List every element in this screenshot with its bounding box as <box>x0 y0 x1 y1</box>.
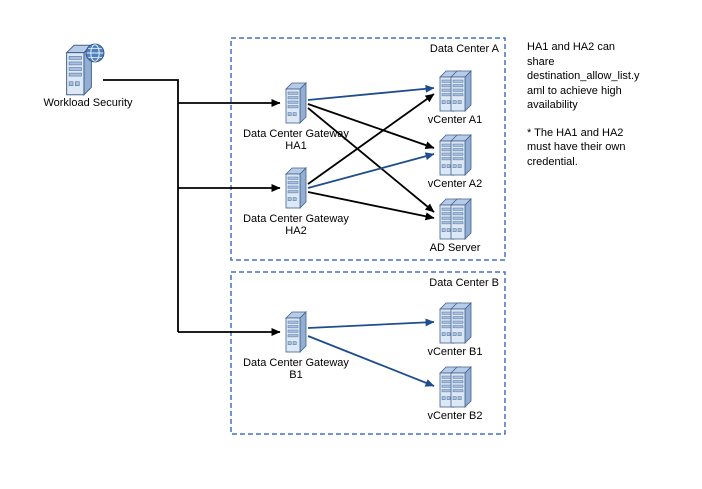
workload-security-node: Workload Security <box>43 43 133 109</box>
gateway-ha2-node: Data Center Gateway HA2 <box>243 167 349 237</box>
vcenter-b2-label: vCenter B2 <box>427 410 482 422</box>
note-availability: HA1 and HA2 can share destination_allow_… <box>527 41 640 112</box>
gateway-ha1-node: Data Center Gateway HA1 <box>243 82 349 152</box>
edge-ha2-to-vcenter-a1 <box>307 93 435 185</box>
gateway-ha1-label-line2: HA1 <box>285 140 306 152</box>
datacenter-a-box <box>230 37 506 261</box>
server-icon <box>285 311 307 353</box>
edge-ha2-to-ad-server <box>307 191 435 221</box>
gateway-ha2-label-line2: HA2 <box>285 225 306 237</box>
server-icon <box>285 167 307 209</box>
edge-ha1-to-ad-server <box>307 107 435 213</box>
vcenter-b2-node: vCenter B2 <box>427 366 483 422</box>
ad-server-node: AD Server <box>430 198 481 254</box>
vcenter-a1-node: vCenter A1 <box>428 70 482 126</box>
side-note: HA1 and HA2 can share destination_allow_… <box>527 40 641 182</box>
vcenter-b1-label: vCenter B1 <box>427 346 482 358</box>
gateway-b1-label-line2: B1 <box>289 369 302 381</box>
globe-icon <box>85 43 105 63</box>
workload-security-label: Workload Security <box>43 97 133 109</box>
server-icon <box>450 302 472 344</box>
datacenter-b-box <box>230 271 506 435</box>
server-icon <box>450 70 472 112</box>
vcenter-b1-node: vCenter B1 <box>427 302 483 358</box>
edge-ha1-to-vcenter-a1 <box>307 84 435 101</box>
gateway-ha1-label-line1: Data Center Gateway <box>243 128 349 140</box>
server-icon <box>450 198 472 240</box>
edge-workload-trunk <box>103 79 179 332</box>
gateway-b1-label-line1: Data Center Gateway <box>243 357 349 369</box>
note-credential: * The HA1 and HA2 must have their own cr… <box>527 126 626 168</box>
vcenter-a2-label: vCenter A2 <box>428 178 482 190</box>
gateway-b1-node: Data Center Gateway B1 <box>243 311 349 381</box>
gateway-ha2-label-line1: Data Center Gateway <box>243 213 349 225</box>
datacenter-b-label: Data Center B <box>429 277 499 289</box>
edge-ha2-to-vcenter-a2 <box>307 152 435 189</box>
datacenter-a-label: Data Center A <box>430 43 500 55</box>
server-icon <box>450 366 472 408</box>
vcenter-a2-node: vCenter A2 <box>428 134 482 190</box>
edge-b1-to-vcenter-b1 <box>307 318 435 329</box>
edge-b1-to-vcenter-b2 <box>307 335 435 387</box>
server-icon <box>285 82 307 124</box>
ad-server-label: AD Server <box>430 242 481 254</box>
server-icon <box>450 134 472 176</box>
edge-ha1-to-vcenter-a2 <box>307 103 435 149</box>
vcenter-a1-label: vCenter A1 <box>428 114 482 126</box>
